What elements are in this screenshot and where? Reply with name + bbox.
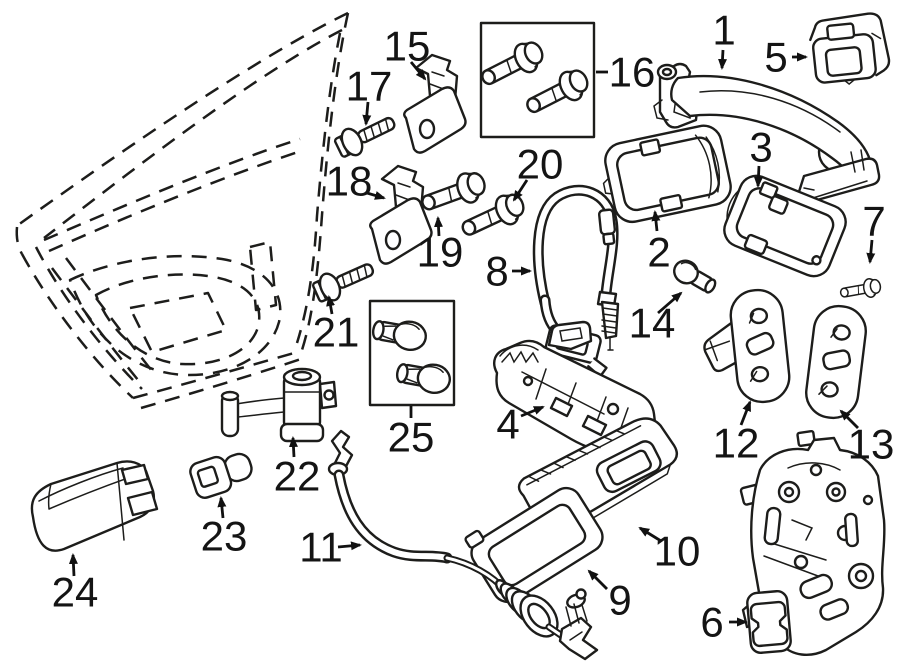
- leader-arrow-13: [839, 409, 859, 429]
- part-label-20: 20: [517, 141, 564, 188]
- leader-arrow-7: [866, 239, 876, 264]
- drawing-part-1-door-handle: [653, 62, 881, 219]
- leader-arrow-9: [587, 569, 608, 590]
- drawing-part-14-clip: [673, 259, 717, 294]
- drawing-part-19-bolt: [416, 166, 491, 220]
- drawing-part-2-handle-reinforcement: [602, 124, 732, 224]
- leader-arrow-1: [718, 49, 727, 70]
- drawing-part-23-bolt-sleeve: [189, 452, 253, 499]
- part-label-22: 22: [274, 453, 321, 500]
- part-label-25: 25: [388, 414, 435, 461]
- drawing-part-6-latch-gasket: [746, 590, 792, 654]
- leader-arrow-18: [366, 191, 386, 200]
- leader-arrow-24: [68, 553, 78, 577]
- leader-arrow-10: [638, 526, 662, 543]
- drawing-door-panel-outline: [15, 11, 350, 410]
- leader-arrow-14: [657, 291, 683, 315]
- drawing-part-21-bolt: [309, 254, 379, 308]
- drawing-part-11-lock-cable: [327, 429, 599, 661]
- leader-arrow-23: [217, 496, 227, 519]
- leader-arrow-19: [434, 216, 443, 237]
- part-label-17: 17: [346, 63, 393, 110]
- part-label-18: 18: [326, 158, 373, 205]
- leader-arrow-15: [409, 61, 427, 81]
- leader-arrow-11: [337, 541, 362, 551]
- part-label-10: 10: [654, 528, 701, 575]
- leader-arrow-4: [520, 405, 545, 418]
- leader-arrow-20: [512, 179, 529, 202]
- drawing-part-13-gasket: [802, 302, 870, 422]
- part-label-1: 1: [712, 7, 735, 54]
- leader-arrow-3: [753, 165, 763, 188]
- drawing-part-5-end-cap: [809, 12, 891, 86]
- part-label-19: 19: [417, 229, 464, 276]
- part-label-21: 21: [313, 309, 360, 356]
- part-label-11: 11: [299, 524, 343, 571]
- part-label-2: 2: [647, 229, 670, 276]
- part-label-14: 14: [629, 300, 676, 347]
- leader-arrow-17: [362, 101, 372, 126]
- part-label-12: 12: [713, 420, 760, 467]
- leader-arrows: [68, 49, 876, 627]
- part-label-7: 7: [862, 198, 885, 245]
- drawing-part-3-handle-reinforcement: [723, 174, 847, 278]
- drawing-part-12-gasket: [703, 286, 793, 406]
- leader-arrow-2: [651, 210, 661, 232]
- leader-arrow-21: [326, 295, 335, 315]
- part-label-16: 16: [609, 49, 656, 96]
- drawing-part-22-door-check: [220, 367, 338, 443]
- part-label-23: 23: [201, 513, 248, 560]
- leader-arrow-22: [288, 436, 298, 458]
- part-label-13: 13: [848, 421, 895, 468]
- drawing-part-25-grommet-kit-box: [368, 299, 456, 407]
- drawing-part-24-wedge: [30, 460, 159, 552]
- drawing-part-4-handle-carrier: [493, 320, 658, 454]
- drawing-part-15-bracket: [403, 53, 467, 154]
- drawing-part-16-bolt-kit-box: [475, 21, 596, 139]
- part-label-24: 24: [52, 569, 99, 616]
- part-label-6: 6: [700, 599, 723, 646]
- part-label-15: 15: [384, 23, 431, 70]
- part-label-8: 8: [485, 248, 508, 295]
- leader-arrow-12: [739, 400, 752, 426]
- part-label-9: 9: [608, 577, 631, 624]
- part-label-3: 3: [749, 124, 772, 171]
- drawing-part-9-bezel: [464, 486, 604, 604]
- part-label-4: 4: [496, 401, 519, 448]
- drawing-part-7-screw: [838, 276, 883, 304]
- part-label-5: 5: [764, 34, 787, 81]
